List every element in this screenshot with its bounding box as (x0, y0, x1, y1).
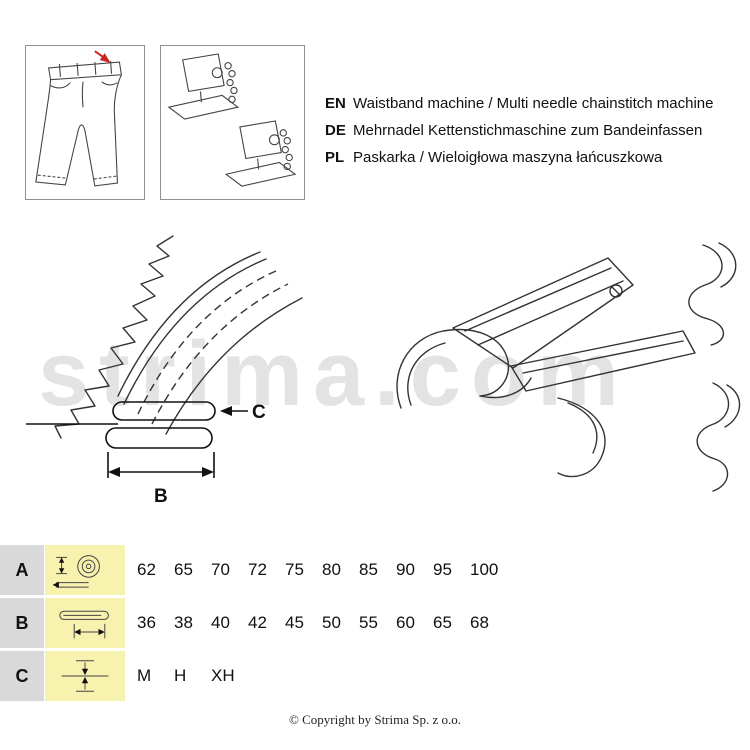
spec-value: 36 (137, 613, 156, 632)
spec-value: 75 (285, 560, 304, 579)
spec-value: 70 (211, 560, 230, 579)
dimension-label-b: B (154, 486, 168, 507)
language-row-en: EN Waistband machine / Multi needle chain… (325, 90, 713, 117)
language-text: Waistband machine / Multi needle chainst… (353, 95, 714, 112)
language-code: PL (325, 149, 345, 166)
row-label-b: B (0, 598, 45, 648)
language-text: Mehrnadel Kettenstichmaschine zum Bandei… (353, 122, 703, 139)
spec-value: 62 (137, 560, 156, 579)
spec-value: 50 (322, 613, 341, 632)
spec-value: 68 (470, 613, 489, 632)
spec-value: 42 (248, 613, 267, 632)
language-row-de: DE Mehrnadel Kettenstichmaschine zum Band… (325, 117, 713, 144)
spec-value: 40 (211, 613, 230, 632)
spec-value: H (174, 666, 187, 685)
spec-value: 72 (248, 560, 267, 579)
table-row-b: B 36 38 40 42 45 50 55 60 65 68 (0, 598, 750, 648)
spec-value: 90 (396, 560, 415, 579)
chainstitch-machines-drawing (167, 53, 297, 187)
spec-value: 38 (174, 613, 193, 632)
spec-value: 95 (433, 560, 452, 579)
language-code: EN (325, 95, 346, 112)
jeans-drawing (35, 50, 123, 187)
spec-value: 80 (322, 560, 341, 579)
spec-value: 85 (359, 560, 378, 579)
binder-attachment-drawing (383, 233, 748, 518)
spec-value: 65 (174, 560, 193, 579)
row-label-a: A (0, 545, 45, 595)
garment-thumbnail (25, 45, 145, 200)
table-row-a: A 62 65 70 72 75 80 85 90 95 100 (0, 545, 750, 595)
waistband-seam-diagram: C B (18, 226, 348, 516)
dimension-label-c: C (252, 402, 266, 423)
copyright-notice: © Copyright by Strima Sp. z o.o. (288, 712, 461, 727)
material-thickness-icon (45, 651, 125, 701)
row-values-c: M H XH (125, 651, 248, 701)
row-values-a: 62 65 70 72 75 80 85 90 95 100 (125, 545, 507, 595)
spec-value: 65 (433, 613, 452, 632)
spec-value: XH (211, 666, 235, 685)
folded-band-width-icon (45, 598, 125, 648)
tape-roll-width-icon (45, 545, 125, 595)
spec-value: 100 (470, 560, 499, 579)
language-code: DE (325, 122, 346, 139)
spec-table: A 62 65 70 72 75 80 85 90 95 100 (0, 545, 750, 704)
language-row-pl: PL Paskarka / Wieloigłowa maszyna łańcusz… (325, 144, 713, 171)
row-values-b: 36 38 40 42 45 50 55 60 65 68 (125, 598, 507, 648)
machine-thumbnail (160, 45, 305, 200)
spec-value: 60 (396, 613, 415, 632)
strima-watermark: strima.com (38, 323, 629, 425)
row-label-c: C (0, 651, 45, 701)
language-text: Paskarka / Wieloigłowa maszyna łańcuszko… (353, 149, 663, 166)
table-row-c: C M H XH (0, 651, 750, 701)
spec-value: 55 (359, 613, 378, 632)
language-descriptions: EN Waistband machine / Multi needle chain… (325, 90, 713, 171)
spec-value: 45 (285, 613, 304, 632)
spec-value: M (137, 666, 152, 685)
